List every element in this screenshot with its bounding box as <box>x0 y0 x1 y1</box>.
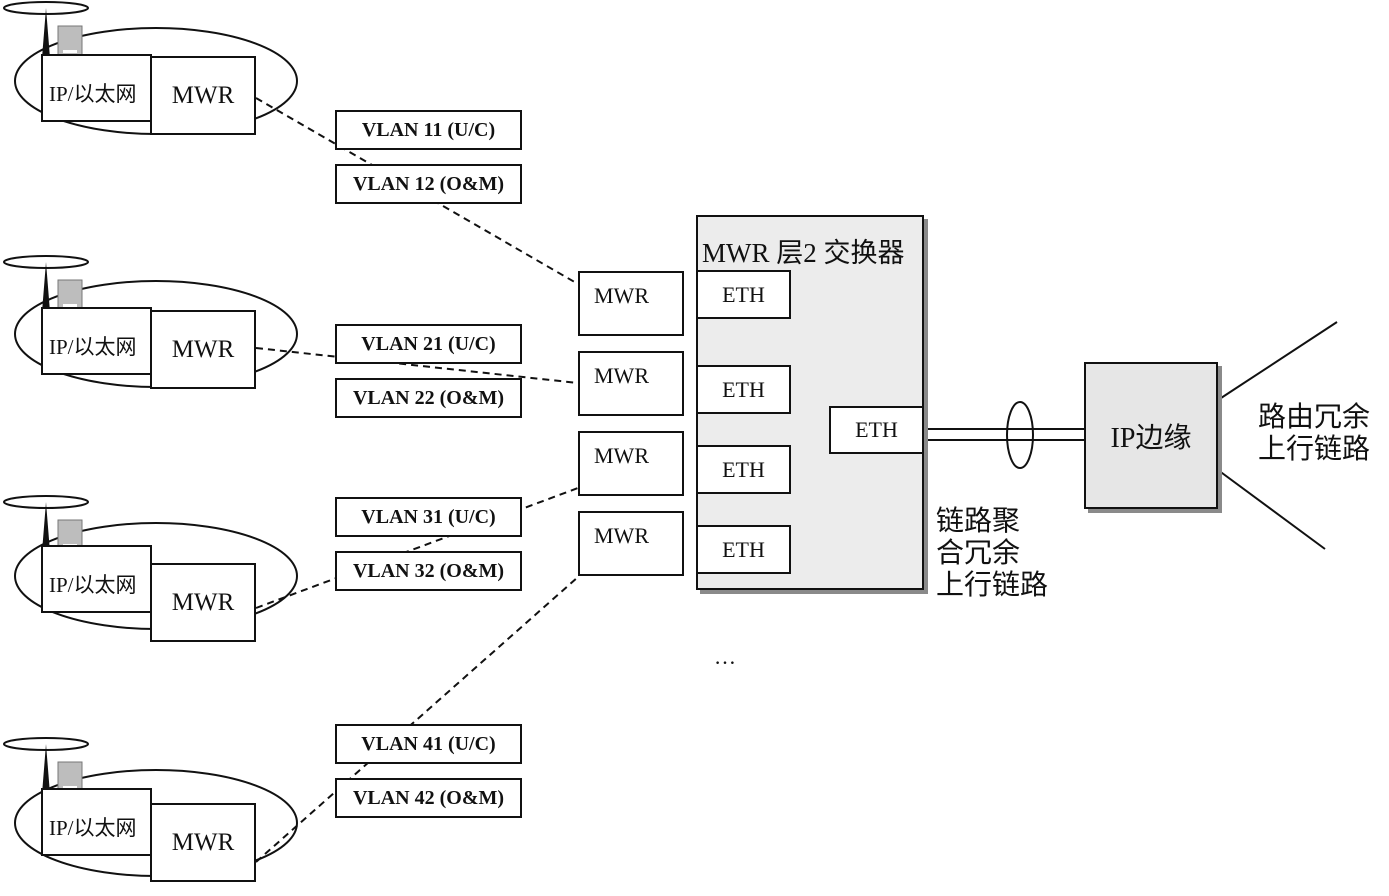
switch-mwr-port-1: MWR <box>578 271 684 336</box>
site-1-ip-ethernet-box: IP/以太网 <box>41 54 152 122</box>
routing-redundancy-line-2: 上行链路 <box>1258 434 1371 465</box>
routing-redundancy-line-1: 路由冗余 <box>1258 402 1371 433</box>
vlan-12-label: VLAN 12 (O&M) <box>335 164 522 204</box>
ip-edge-router: IP边缘 <box>1084 362 1218 509</box>
routing-uplink-1 <box>1217 321 1338 401</box>
switch-mwr-port-2: MWR <box>578 351 684 416</box>
link-aggregation-ring <box>1006 401 1034 469</box>
antenna-mast-icon-3 <box>42 502 50 552</box>
vlan-11-label: VLAN 11 (U/C) <box>335 110 522 150</box>
antenna-mast-icon-4 <box>42 744 50 794</box>
switch-eth-port-3: ETH <box>696 445 791 494</box>
switch-uplink-eth-port: ETH <box>829 406 924 454</box>
vlan-link-4 <box>255 576 579 863</box>
vlan-32-label: VLAN 32 (O&M) <box>335 551 522 591</box>
link-aggregation-line-3: 上行链路 <box>936 570 1049 601</box>
link-aggregation-line-2: 合冗余 <box>936 538 1021 569</box>
site-2-ip-ethernet-box: IP/以太网 <box>41 307 152 375</box>
equipment-slot-icon-1 <box>63 50 77 53</box>
switch-eth-port-1: ETH <box>696 270 791 319</box>
antenna-mast-icon-1 <box>42 8 50 58</box>
site-2-mwr-box: MWR <box>150 310 256 389</box>
site-3-ip-ethernet-box: IP/以太网 <box>41 545 152 613</box>
site-3-mwr-box: MWR <box>150 563 256 642</box>
switch-title: MWR 层2 交换器 <box>702 238 905 268</box>
switch-eth-port-4: ETH <box>696 525 791 574</box>
switch-eth-port-2: ETH <box>696 365 791 414</box>
vlan-link-3 <box>255 487 579 609</box>
vlan-31-label: VLAN 31 (U/C) <box>335 497 522 537</box>
vlan-42-label: VLAN 42 (O&M) <box>335 778 522 818</box>
equipment-slot-icon-4 <box>63 786 77 789</box>
equipment-slot-icon-2 <box>63 304 77 307</box>
routing-uplink-2 <box>1217 469 1326 550</box>
site-1-mwr-box: MWR <box>150 56 256 135</box>
vlan-22-label: VLAN 22 (O&M) <box>335 378 522 418</box>
site-4-ip-ethernet-box: IP/以太网 <box>41 788 152 856</box>
more-ports-ellipsis: … <box>714 644 736 669</box>
routing-redundancy-caption: 路由冗余 上行链路 <box>1258 402 1370 466</box>
link-aggregation-caption: 链路聚 合冗余 上行链路 <box>936 506 1048 602</box>
link-aggregation-line-1: 链路聚 <box>936 506 1021 537</box>
switch-mwr-port-3: MWR <box>578 431 684 496</box>
vlan-link-2 <box>255 347 579 384</box>
vlan-21-label: VLAN 21 (U/C) <box>335 324 522 364</box>
switch-mwr-port-4: MWR <box>578 511 684 576</box>
antenna-mast-icon-2 <box>42 262 50 312</box>
vlan-41-label: VLAN 41 (U/C) <box>335 724 522 764</box>
site-4-mwr-box: MWR <box>150 803 256 882</box>
